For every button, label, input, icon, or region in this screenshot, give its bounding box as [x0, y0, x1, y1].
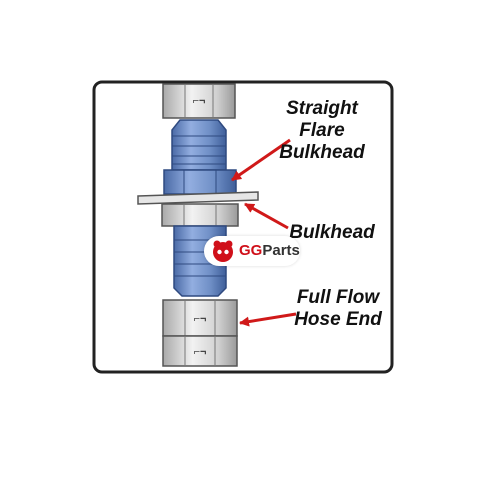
ggparts-logo-icon [213, 240, 233, 262]
arrow-bulkhead [244, 202, 289, 230]
svg-text:⌐¬: ⌐¬ [193, 95, 206, 107]
label-straight-flare-bulkhead: Straight Flare Bulkhead [272, 98, 372, 164]
top-hose-end: ⌐¬ [162, 83, 236, 119]
label-line: Straight [286, 98, 358, 119]
ggparts-watermark: GGParts [204, 236, 300, 266]
arrow-full-flow-hose-end [239, 312, 297, 327]
label-line: Hose End [294, 309, 382, 330]
watermark-gg: GG [239, 242, 263, 259]
straight-flare-bulkhead-fitting [163, 119, 237, 195]
watermark-parts: Parts [262, 242, 300, 259]
label-bulkhead: Bulkhead [282, 222, 382, 244]
label-line: Flare [299, 120, 345, 141]
label-full-flow-hose-end: Full Flow Hose End [288, 287, 388, 331]
arrow-straight-flare-bulkhead [231, 138, 291, 182]
svg-text:⌐¬: ⌐¬ [194, 313, 207, 325]
label-line: Full Flow [296, 287, 380, 308]
full-flow-hose-end: ⌐¬ ⌐¬ [162, 299, 238, 367]
label-line: Bulkhead [279, 142, 365, 163]
label-line: Bulkhead [289, 222, 375, 243]
bulkhead-panel [137, 191, 259, 205]
bulkhead-jam-nut [161, 203, 239, 227]
svg-text:⌐¬: ⌐¬ [194, 346, 207, 358]
